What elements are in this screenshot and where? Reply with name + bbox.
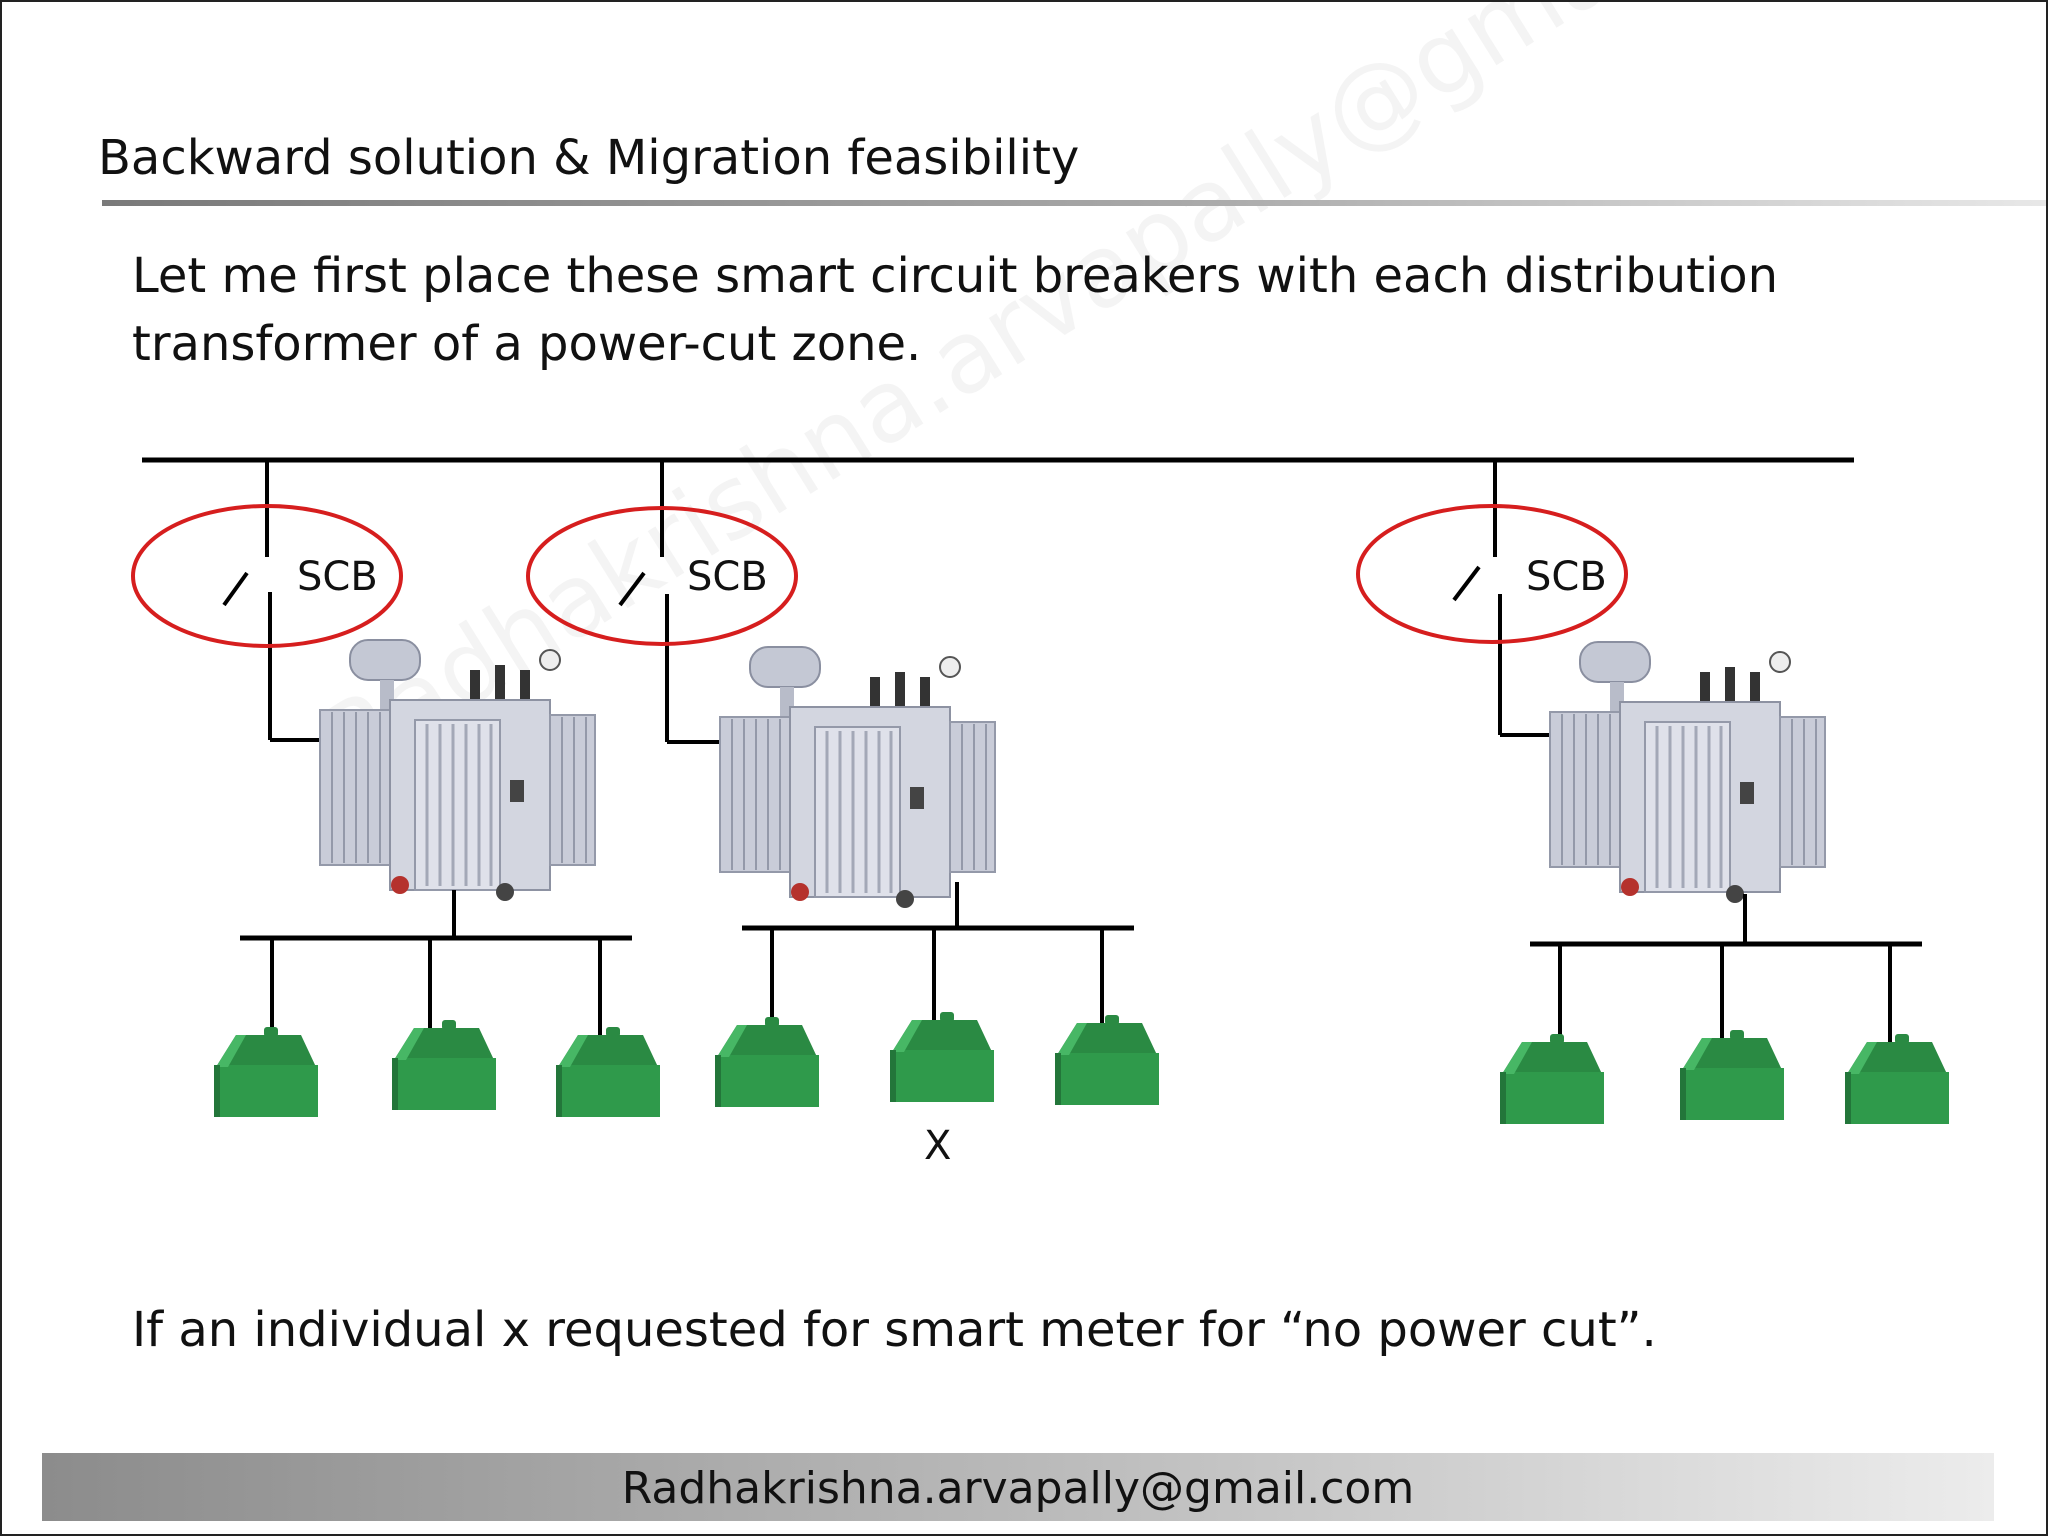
group-2: SCB X xyxy=(526,460,1159,1169)
transformer xyxy=(718,645,997,910)
house-marked xyxy=(890,1012,994,1102)
house xyxy=(214,1027,318,1117)
house xyxy=(392,1020,496,1110)
scb-highlight-ellipse xyxy=(131,504,403,648)
bottom-note: If an individual x requested for smart m… xyxy=(132,1302,1657,1358)
breaker-switch-icon xyxy=(618,571,646,607)
marked-house-label: X xyxy=(924,1123,951,1169)
breaker-switch-icon xyxy=(222,571,249,607)
house xyxy=(1680,1030,1784,1120)
group-1: SCB xyxy=(131,460,660,1117)
group-3: SCB xyxy=(1356,460,1949,1124)
house xyxy=(1055,1015,1159,1105)
title-underline xyxy=(102,200,2046,206)
house xyxy=(556,1027,660,1117)
breaker-switch-icon xyxy=(1452,565,1481,602)
scb-label: SCB xyxy=(687,554,768,600)
footer-email: Radhakrishna.arvapally@gmail.com xyxy=(621,1463,1415,1514)
scb-label: SCB xyxy=(297,554,378,600)
scb-label: SCB xyxy=(1526,554,1607,600)
house xyxy=(1845,1034,1949,1124)
house xyxy=(1500,1034,1604,1124)
footer-bar: Radhakrishna.arvapally@gmail.com xyxy=(42,1453,1994,1521)
house xyxy=(715,1017,819,1107)
transformer xyxy=(318,638,597,903)
scb-highlight-ellipse xyxy=(1356,504,1628,644)
intro-text: Let me first place these smart circuit b… xyxy=(132,248,1779,372)
slide-title: Backward solution & Migration feasibilit… xyxy=(98,130,1080,186)
transformer xyxy=(1548,640,1827,905)
scb-highlight-ellipse xyxy=(526,506,798,646)
